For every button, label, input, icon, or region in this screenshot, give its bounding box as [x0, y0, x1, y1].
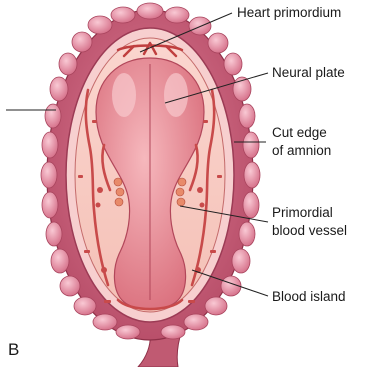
- label-blood-island: Blood island: [272, 288, 346, 305]
- label-heart-primordium: Heart primordium: [237, 4, 341, 21]
- label-neural-plate: Neural plate: [272, 64, 345, 81]
- label-primordial-line1: Primordial: [272, 204, 333, 221]
- label-cut-edge-line1: Cut edge: [272, 124, 327, 141]
- label-cut-edge-line2: of amnion: [272, 142, 331, 159]
- label-primordial-line2: blood vessel: [272, 222, 347, 239]
- neural-fold-left-highlight: [112, 73, 136, 117]
- neural-fold-right-highlight: [164, 73, 188, 117]
- panel-letter: B: [8, 340, 19, 360]
